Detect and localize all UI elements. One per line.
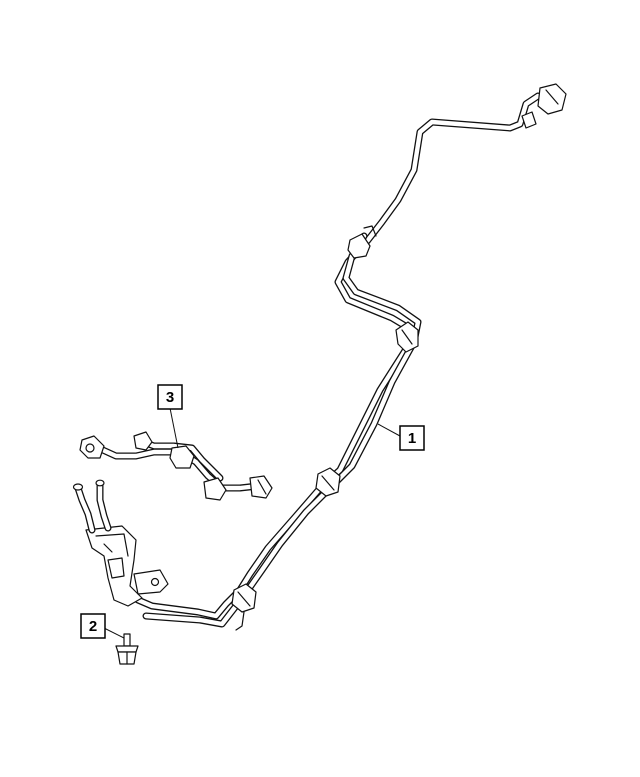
jumper-right-fitting xyxy=(203,477,227,501)
callout-3-label: 3 xyxy=(166,389,174,406)
reservoir-bracket xyxy=(85,525,143,607)
leader-2 xyxy=(103,627,125,639)
leader-1 xyxy=(377,423,401,437)
callout-2: 2 xyxy=(80,613,106,639)
upper-clip xyxy=(347,233,371,259)
leader-3 xyxy=(169,407,179,449)
top-connector xyxy=(537,83,567,115)
bolt xyxy=(115,633,139,665)
callout-1: 1 xyxy=(399,425,425,451)
tube-b xyxy=(142,232,422,628)
leader-lines xyxy=(103,407,401,639)
jumper-clip xyxy=(169,445,195,469)
lower-clip xyxy=(315,467,341,497)
callout-2-label: 2 xyxy=(89,618,97,635)
bolt-shank xyxy=(123,633,131,647)
jumper-hose xyxy=(79,431,273,501)
bottom-clip xyxy=(231,583,257,613)
line-assembly xyxy=(72,83,567,631)
callout-3: 3 xyxy=(157,384,183,410)
callout-1-label: 1 xyxy=(408,430,416,447)
tube-a xyxy=(122,92,560,620)
bolt-flange xyxy=(115,645,139,653)
